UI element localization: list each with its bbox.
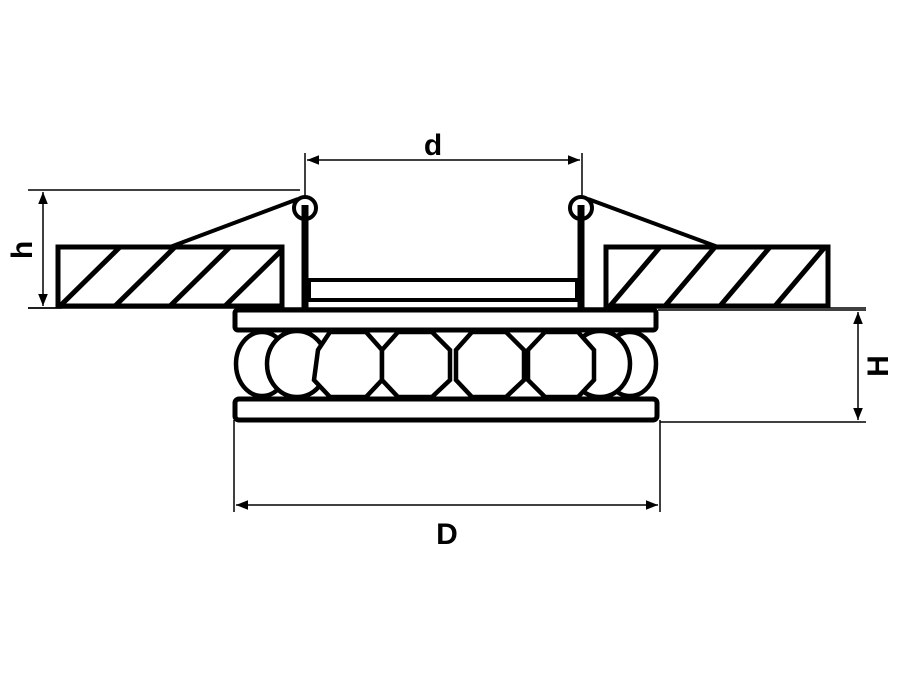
label-H: H — [862, 355, 895, 377]
crystal-ring — [233, 328, 659, 400]
ceiling-right — [603, 244, 831, 309]
ceiling-left — [55, 244, 285, 309]
top-flange — [232, 307, 659, 333]
bottom-ring — [232, 396, 660, 423]
dimension-H — [658, 309, 866, 423]
dimension-d — [304, 153, 583, 196]
dimension-D — [233, 420, 661, 512]
label-d: d — [424, 129, 442, 162]
label-D: D — [436, 518, 458, 551]
spring-clips — [169, 195, 719, 308]
label-h: h — [6, 241, 39, 259]
